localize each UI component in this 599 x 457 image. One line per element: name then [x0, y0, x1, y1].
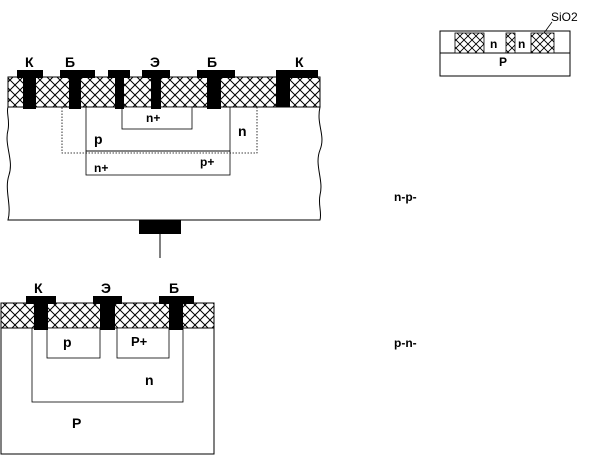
- top-label-n-collector: n: [238, 123, 247, 139]
- bottom-p-plus-emitter-region: [116, 327, 170, 359]
- inset-oxide-center: [505, 32, 516, 54]
- bottom-contact-emitter: [93, 296, 122, 304]
- top-label-n-plus-buried: n+: [94, 161, 108, 175]
- top-terminal-emitter: Э: [150, 54, 160, 70]
- bottom-label-p-substrate: P: [72, 415, 81, 431]
- inset-sio2-pointer: [543, 21, 553, 34]
- bottom-p-collector-region: [46, 327, 101, 359]
- bottom-transistor: К Э Б p P+ n P: [0, 280, 215, 455]
- bottom-contacts: [26, 296, 194, 330]
- top-terminal-collector-right: К: [295, 54, 304, 70]
- caption-pnp: p-n-: [394, 336, 417, 350]
- inset-oxide-right: [530, 32, 555, 54]
- top-label-p-base: p: [94, 131, 103, 147]
- top-terminal-base-left: Б: [65, 54, 75, 70]
- top-contact-base-left: [60, 70, 95, 78]
- bottom-label-p-plus-emitter: P+: [131, 334, 148, 349]
- bottom-terminal-collector: К: [34, 280, 43, 296]
- bottom-contact-base: [159, 296, 194, 304]
- top-contact-divider: [108, 70, 130, 78]
- top-substrate-contact: [139, 220, 181, 234]
- top-transistor: К Б Э Б К n+ p n n+ p+: [6, 54, 323, 258]
- top-terminal-base-right: Б: [207, 54, 217, 70]
- top-oxide-layer: [7, 76, 321, 108]
- isolation-inset: SiO2 n n P: [439, 10, 578, 77]
- top-terminal-collector-left: К: [25, 54, 34, 70]
- bottom-label-p-collector: p: [63, 334, 72, 350]
- top-contact-collector-right: [276, 70, 318, 78]
- top-contact-base-right: [197, 70, 235, 78]
- top-contacts: [17, 70, 318, 109]
- inset-label-n-right: n: [518, 37, 525, 51]
- bottom-substrate-body: [0, 327, 215, 455]
- bottom-contact-collector: [26, 296, 56, 304]
- top-label-p-plus: p+: [200, 155, 214, 169]
- inset-label-sio2: SiO2: [551, 10, 578, 24]
- inset-label-n-left: n: [490, 37, 497, 51]
- bottom-label-n-base: n: [145, 372, 154, 388]
- top-contact-collector-left: [17, 70, 43, 78]
- inset-oxide-left: [454, 32, 485, 54]
- top-label-n-plus-emitter: n+: [146, 111, 160, 125]
- top-contact-emitter: [142, 70, 170, 78]
- bottom-terminal-base: Б: [169, 280, 179, 296]
- bottom-terminal-emitter: Э: [101, 280, 111, 296]
- inset-label-p: P: [499, 55, 507, 69]
- caption-npn: n-p-: [394, 190, 417, 204]
- top-buried-layer: [85, 150, 231, 176]
